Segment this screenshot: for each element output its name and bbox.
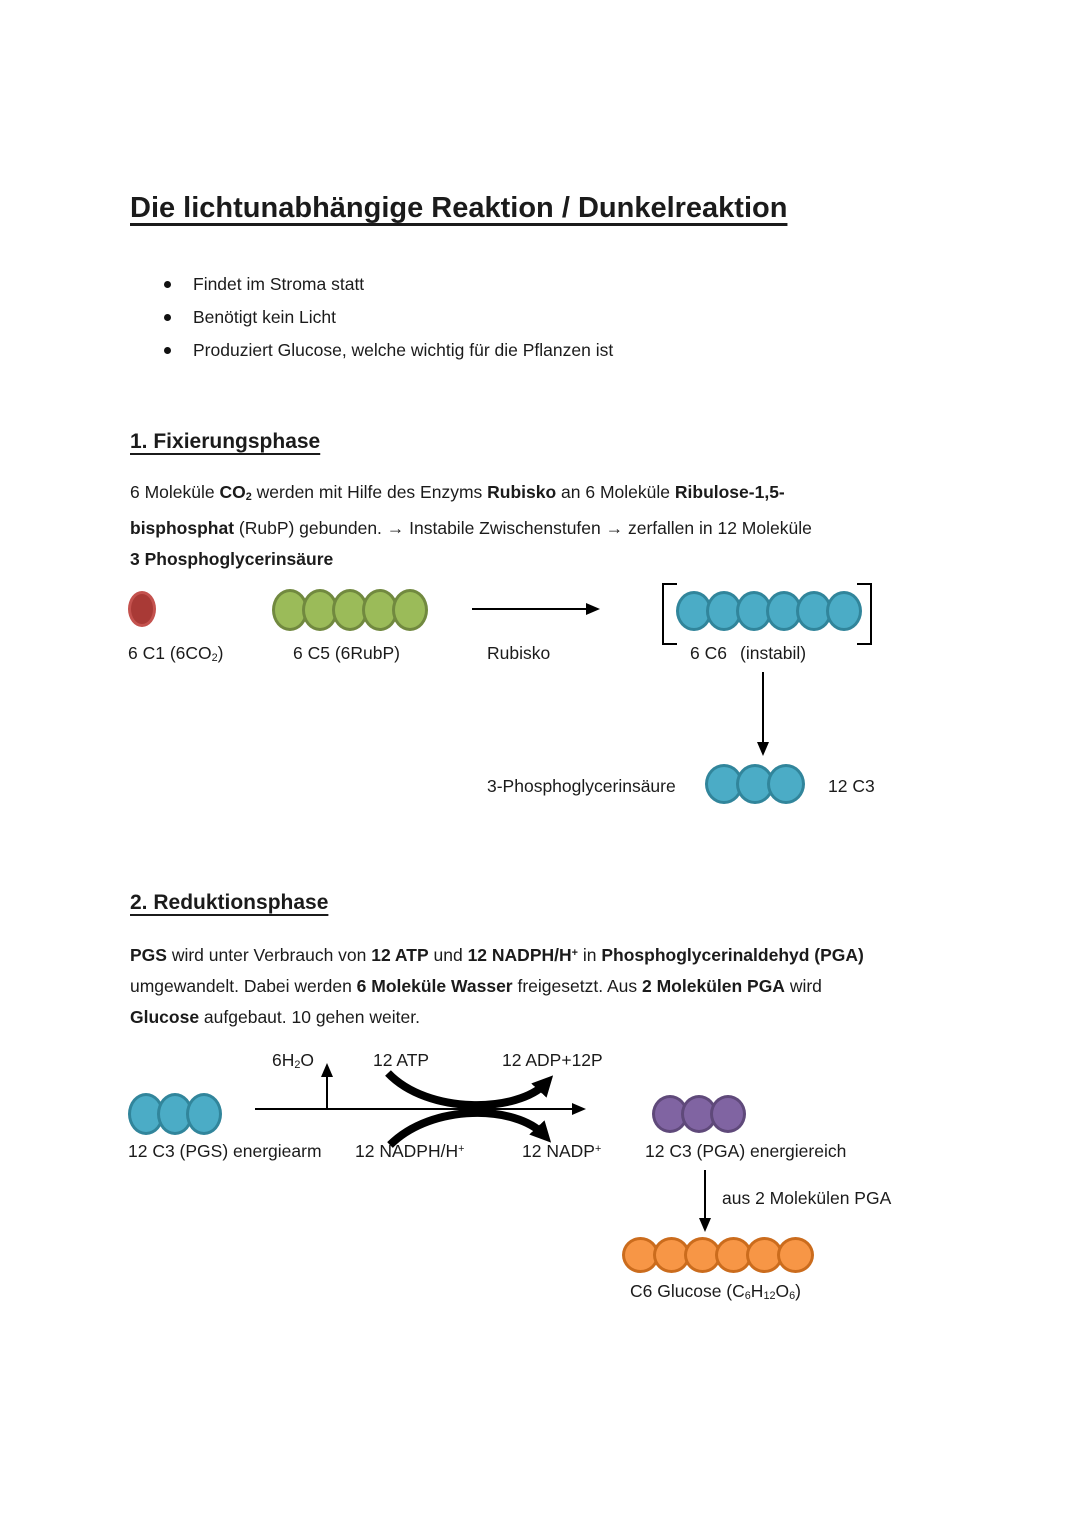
text-run: 12 NADPH/H bbox=[355, 1141, 459, 1161]
molecule-circle bbox=[715, 1237, 752, 1273]
text-run: wird unter Verbrauch von bbox=[166, 944, 372, 965]
molecule-circle bbox=[302, 589, 338, 631]
molecule-circle bbox=[128, 591, 156, 627]
bullet-text: Benötigt kein Licht bbox=[193, 307, 337, 327]
text-run: 6H bbox=[272, 1050, 295, 1070]
down-arrow-icon bbox=[699, 1170, 711, 1232]
molecule-circle bbox=[777, 1237, 814, 1273]
text-run: 2 bbox=[211, 651, 218, 664]
text-run: aufgebaut. 10 gehen weiter. bbox=[199, 1006, 420, 1027]
text-run: 2 bbox=[294, 1058, 301, 1071]
text-run: O bbox=[300, 1050, 315, 1070]
label-atp: 12 ATP bbox=[373, 1050, 430, 1070]
text-run: + bbox=[594, 1143, 602, 1156]
bullet-list: Findet im Stroma statt Benötigt kein Lic… bbox=[164, 268, 613, 367]
paragraph-reduktionsphase: PGS wird unter Verbrauch von 12 ATP und … bbox=[130, 938, 1020, 1033]
label-nadph: 12 NADPH/H+ bbox=[355, 1141, 464, 1162]
text-run: C6 Glucose (C bbox=[630, 1281, 745, 1301]
text-run: wird bbox=[784, 975, 822, 996]
text-run: H bbox=[750, 1281, 764, 1301]
text-run: 6 Moleküle bbox=[130, 482, 220, 502]
glucose-molecule-group bbox=[622, 1237, 814, 1273]
molecule-circle bbox=[186, 1093, 222, 1135]
down-arrow-icon bbox=[757, 672, 769, 756]
label-aus-2-molekuelen-pga: aus 2 Molekülen PGA bbox=[722, 1188, 892, 1208]
text-run: bisphosphat bbox=[130, 517, 235, 538]
text-run: 2 Molekülen PGA bbox=[642, 975, 785, 996]
text-run: und bbox=[428, 944, 468, 965]
label-12c3: 12 C3 bbox=[828, 776, 875, 796]
bullet-icon bbox=[164, 347, 171, 354]
rubisko-arrow-icon bbox=[472, 603, 600, 615]
molecule-circle bbox=[826, 591, 862, 631]
pgs-energiearm-molecule-group bbox=[128, 1093, 222, 1135]
label-pga-energiereich: 12 C3 (PGA) energiereich bbox=[645, 1141, 847, 1161]
text-run: ) bbox=[217, 643, 224, 663]
text-run: 3 Phosphoglycerinsäure bbox=[130, 548, 334, 569]
text-run: 12 NADP bbox=[522, 1141, 595, 1161]
molecule-circle bbox=[766, 591, 802, 631]
label-instabil: (instabil) bbox=[740, 643, 807, 663]
co2-molecule-group bbox=[128, 591, 156, 627]
text-run: O bbox=[775, 1281, 790, 1301]
label-h2o: 6H2O bbox=[272, 1050, 314, 1071]
text-run: + bbox=[458, 1143, 465, 1156]
text-run: 2 bbox=[245, 490, 252, 503]
text-run: 6 C1 (6CO bbox=[128, 643, 212, 663]
bullet-item: Produziert Glucose, welche wichtig für d… bbox=[164, 334, 613, 367]
pgs-molecule-group bbox=[705, 764, 805, 804]
text-run: 6 bbox=[744, 1289, 751, 1302]
molecule-circle bbox=[622, 1237, 659, 1273]
rubp-molecule-group bbox=[272, 589, 428, 631]
label-co2: 6 C1 (6CO2) bbox=[128, 643, 224, 664]
text-run: werden mit Hilfe des Enzyms bbox=[251, 482, 488, 502]
label-phosphoglycerinsaeure: 3-Phosphoglycerinsäure bbox=[487, 776, 676, 796]
label-nadp: 12 NADP+ bbox=[522, 1141, 601, 1162]
paragraph-fixierungsphase: 6 Moleküle CO2 werden mit Hilfe des Enzy… bbox=[130, 477, 1020, 575]
text-run: in bbox=[577, 944, 602, 965]
text-run: an 6 Moleküle bbox=[556, 482, 675, 502]
text-run: Ribulose-1,5- bbox=[674, 482, 785, 502]
bracket-left-icon bbox=[662, 583, 677, 645]
bullet-item: Findet im Stroma statt bbox=[164, 268, 613, 301]
molecule-circle bbox=[710, 1095, 746, 1133]
text-run: 12 NADPH/H bbox=[467, 944, 572, 965]
bullet-text: Produziert Glucose, welche wichtig für d… bbox=[193, 340, 614, 360]
text-run: (RubP) gebunden. → Instabile Zwischenstu… bbox=[234, 517, 812, 538]
pga-molecule-group bbox=[652, 1095, 746, 1133]
text-run: 6 Moleküle Wasser bbox=[356, 975, 513, 996]
label-pgs-energiearm: 12 C3 (PGS) energiearm bbox=[128, 1141, 322, 1161]
c6-instable-molecule-group bbox=[676, 591, 862, 631]
molecule-circle bbox=[272, 589, 308, 631]
text-run: umgewandelt. Dabei werden bbox=[130, 975, 357, 996]
label-rubisko: Rubisko bbox=[487, 643, 551, 663]
bracket-right-icon bbox=[857, 583, 872, 645]
bullet-icon bbox=[164, 314, 171, 321]
section-heading-fixierungsphase: 1. Fixierungsphase bbox=[130, 430, 321, 453]
text-run: Glucose bbox=[130, 1006, 200, 1027]
section-heading-reduktionsphase: 2. Reduktionsphase bbox=[130, 891, 329, 914]
text-run: 12 ATP bbox=[371, 944, 429, 965]
label-c6: 6 C6 bbox=[690, 643, 727, 663]
text-run: ) bbox=[795, 1281, 801, 1301]
molecule-circle bbox=[392, 589, 428, 631]
text-run: + bbox=[571, 947, 578, 959]
text-run: freigesetzt. Aus bbox=[512, 975, 642, 996]
text-run: Rubisko bbox=[487, 482, 557, 502]
bullet-text: Findet im Stroma statt bbox=[193, 274, 365, 294]
text-run: 12 bbox=[763, 1289, 776, 1302]
document-title: Die lichtunabhängige Reaktion / Dunkelre… bbox=[130, 192, 788, 224]
text-run: PGS bbox=[130, 944, 167, 965]
text-run: CO bbox=[219, 482, 246, 502]
bullet-icon bbox=[164, 281, 171, 288]
text-run: 6 bbox=[789, 1289, 796, 1302]
label-rubp: 6 C5 (6RubP) bbox=[293, 643, 400, 663]
label-adp: 12 ADP+12P bbox=[502, 1050, 603, 1070]
text-run: Phosphoglycerinaldehyd (PGA) bbox=[601, 944, 864, 965]
bullet-item: Benötigt kein Licht bbox=[164, 301, 613, 334]
label-glucose: C6 Glucose (C6H12O6) bbox=[630, 1281, 801, 1302]
reaction-arrows-icon bbox=[255, 1063, 586, 1148]
molecule-circle bbox=[653, 1237, 690, 1273]
molecule-circle bbox=[767, 764, 805, 804]
